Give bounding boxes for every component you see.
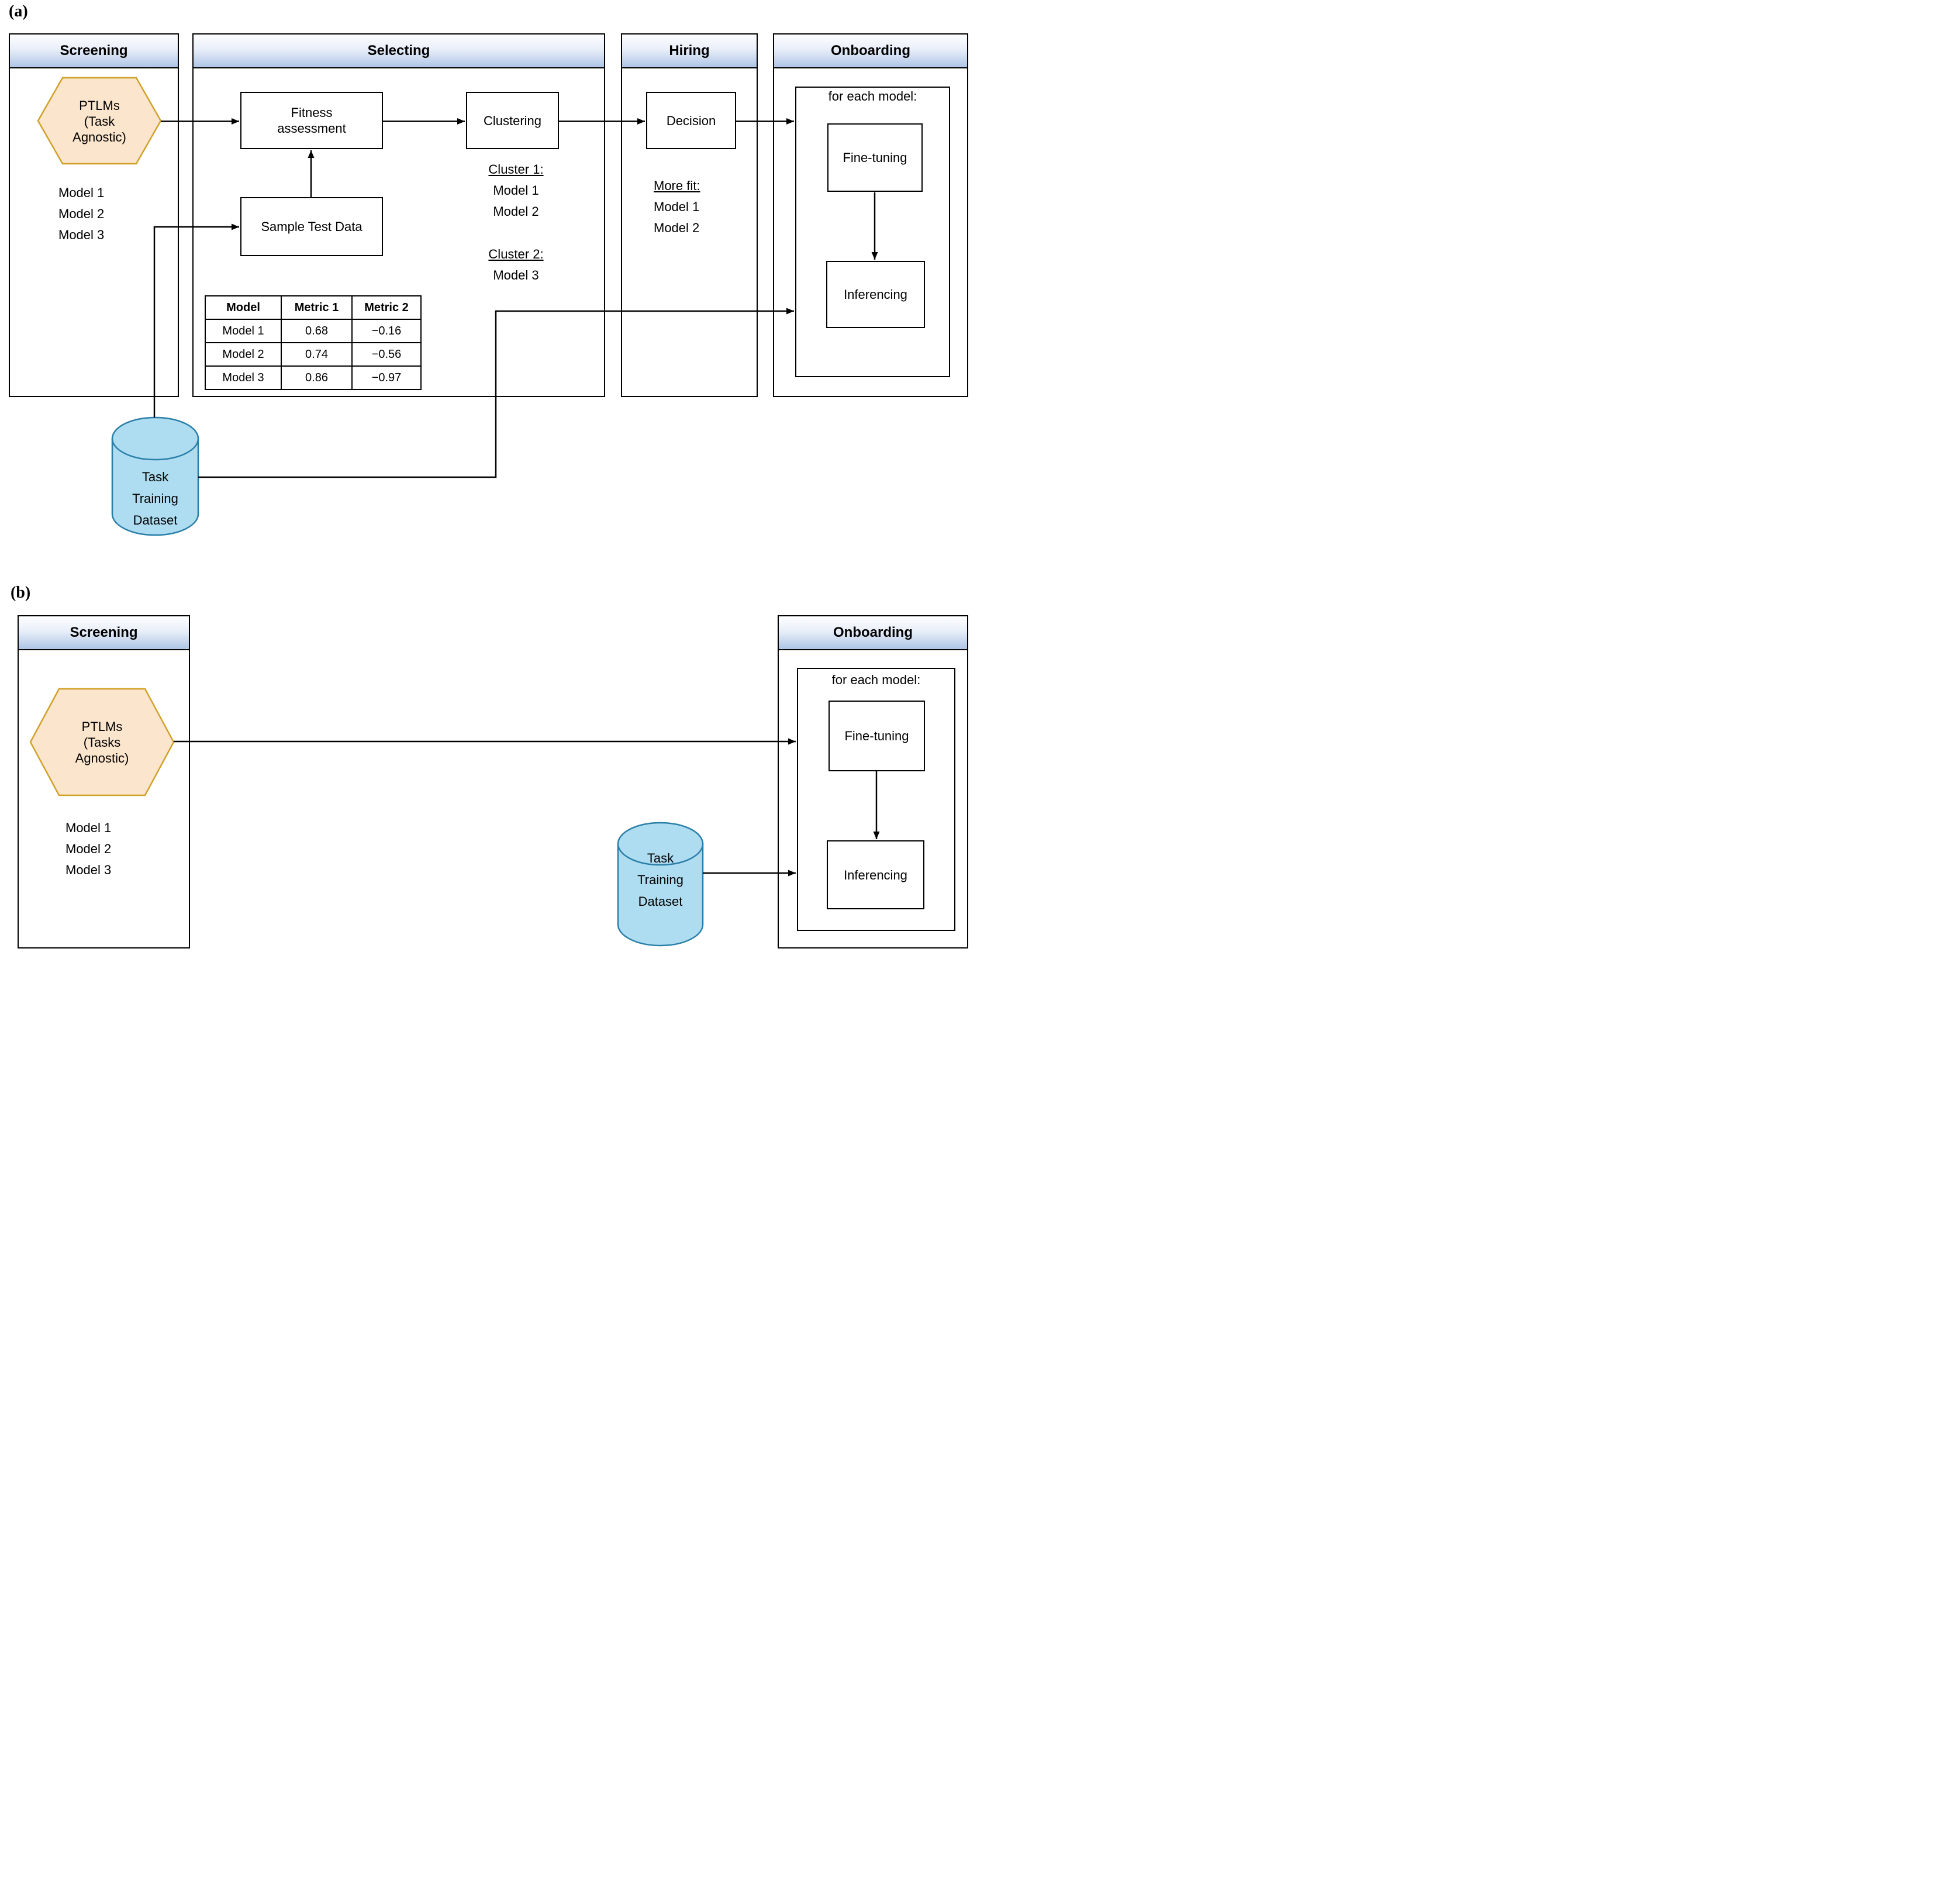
inferencing-box-b: Inferencing [827, 840, 924, 909]
foreach-frame-a [795, 87, 950, 377]
dataset-cylinder-b-label: Task Training Dataset [637, 851, 683, 909]
column-selecting-a-header: Selecting [194, 35, 604, 68]
column-onboarding-a-header: Onboarding [774, 35, 967, 68]
decision-box: Decision [646, 92, 736, 149]
table-row: Model 3 0.86 −0.97 [205, 365, 422, 390]
column-screening-b-header: Screening [19, 616, 189, 650]
column-hiring-a-header: Hiring [622, 35, 757, 68]
fitness-assessment-box: Fitness assessment [240, 92, 383, 149]
clustering-box: Clustering [466, 92, 559, 149]
ptlms-hexagon-b-text: PTLMs (Tasks Agnostic) [75, 719, 129, 765]
metrics-table: Model Metric 1 Metric 2 Model 1 0.68 −0.… [205, 295, 422, 390]
screening-b-model-list: Model 1 Model 2 Model 3 [65, 820, 112, 877]
table-row: Model 2 0.74 −0.56 [205, 342, 422, 367]
column-onboarding-b-header: Onboarding [779, 616, 967, 650]
foreach-frame-b [797, 668, 955, 931]
foreach-label-b: for each model: [831, 672, 921, 687]
screening-a-model-list: Model 1 Model 2 Model 3 [58, 185, 105, 242]
cluster1-list: Cluster 1: Model 1 Model 2 [488, 162, 544, 219]
panel-b-label: (b) [11, 584, 31, 602]
sample-test-data-box: Sample Test Data [240, 197, 383, 256]
dataset-cylinder-a-label: Task Training Dataset [132, 470, 178, 527]
dataset-cylinder-a-top [111, 416, 199, 461]
line-dataset-to-sample [153, 223, 239, 418]
diagram-canvas: (a) Screening Selecting Hiring Onboardin… [0, 0, 974, 952]
ptlms-hexagon-a-text: PTLMs (Task Agnostic) [73, 98, 126, 144]
foreach-label-a: for each model: [828, 89, 917, 104]
line-dataset-to-inferencing-a [198, 308, 794, 478]
dataset-cylinder-b-top [617, 822, 704, 866]
finetuning-box-a: Fine-tuning [827, 123, 923, 192]
metrics-col-model: Model [205, 295, 282, 320]
column-screening-a-header: Screening [10, 35, 178, 68]
metrics-col-metric2: Metric 2 [351, 295, 422, 320]
cluster2-list: Cluster 2: Model 3 [488, 247, 544, 282]
finetuning-box-b: Fine-tuning [828, 701, 925, 771]
column-onboarding-a: Onboarding [773, 33, 968, 397]
inferencing-box-a: Inferencing [826, 261, 925, 328]
metrics-col-metric1: Metric 1 [281, 295, 353, 320]
dataset-cylinder-a-body [111, 437, 199, 536]
more-fit-list: More fit: Model 1 Model 2 [654, 178, 700, 235]
connector-layer [29, 77, 880, 947]
metrics-table-header-row: Model Metric 1 Metric 2 [205, 295, 422, 320]
table-row: Model 1 0.68 −0.16 [205, 319, 422, 343]
dataset-cylinder-b-body [617, 843, 704, 947]
panel-a-label: (a) [9, 2, 28, 20]
